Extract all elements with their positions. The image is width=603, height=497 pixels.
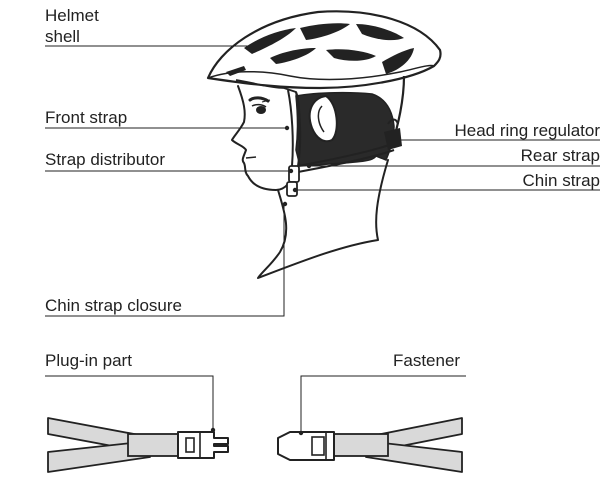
- label-head-ring-regulator: Head ring regulator: [454, 121, 600, 140]
- eye-shape: [248, 96, 271, 114]
- chin-strap-closure-leader: [45, 205, 285, 317]
- label-front-strap: Front strap: [45, 108, 128, 127]
- helmet-shell-drawing: [206, 10, 442, 145]
- mouth-line: [245, 156, 257, 159]
- label-helmet-shell-line1: Helmet: [45, 6, 99, 25]
- leader-dots: [251, 43, 399, 207]
- label-fastener: Fastener: [393, 351, 461, 370]
- ear-shape: [308, 94, 338, 143]
- label-plug-in-part: Plug-in part: [45, 351, 132, 370]
- plug-in-part-leader: [45, 375, 214, 430]
- leader-lines: [45, 45, 600, 317]
- label-helmet-shell-line2: shell: [45, 27, 80, 46]
- buckle-leader-lines: [45, 375, 466, 432]
- label-strap-distributor: Strap distributor: [45, 150, 165, 169]
- fastener-drawing: [277, 417, 463, 473]
- label-chin-strap: Chin strap: [522, 171, 600, 190]
- fastener-leader: [300, 375, 466, 432]
- label-chin-strap-closure: Chin strap closure: [45, 296, 183, 315]
- head-ring-regulator-part: [384, 118, 402, 150]
- head-straps: [287, 89, 395, 187]
- plug-in-part-drawing: [47, 417, 229, 473]
- head-outline: [231, 85, 389, 279]
- label-rear-strap: Rear strap: [520, 146, 600, 165]
- buckle-leader-dots: [210, 427, 304, 436]
